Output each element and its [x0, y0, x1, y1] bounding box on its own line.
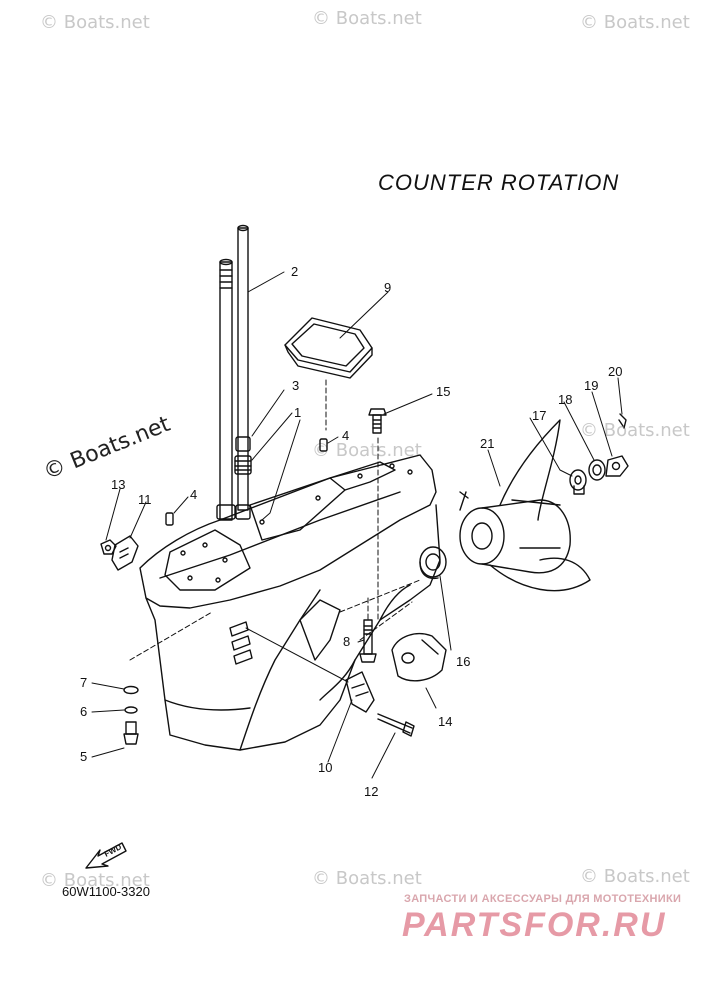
washer-nut-5-6-7: [123, 685, 139, 745]
dowel-pins: [165, 438, 328, 526]
watermark-bottom-left: © Boats.net: [40, 870, 150, 891]
fwd-arrow-icon: FWD: [85, 842, 127, 869]
watermark-top-right: © Boats.net: [580, 12, 690, 33]
callout-3: 3: [292, 378, 300, 393]
callout-7: 7: [80, 675, 88, 690]
leader-lines: [91, 271, 623, 779]
spacer-17: [569, 469, 587, 495]
banner-tagline: ЗАПЧАСТИ И АКСЕССУАРЫ ДЛЯ МОТОТЕХНИКИ: [404, 893, 682, 905]
bolt-15: [368, 408, 387, 434]
watermark-top-left: © Boats.net: [40, 12, 150, 33]
callout-12: 12: [364, 784, 379, 799]
diagram-code: 60W1100-3320: [62, 884, 150, 899]
callout-15: 15: [436, 384, 451, 399]
watermark-top-center: © Boats.net: [312, 8, 422, 29]
callout-19: 19: [584, 378, 599, 393]
watermark-middle: © Boats.net: [312, 440, 422, 461]
gasket-part: [284, 317, 373, 379]
watermark-middle-right: © Boats.net: [580, 420, 690, 441]
lower-case-housing: [139, 454, 441, 751]
seal-16: [419, 546, 447, 580]
callout-4a: 4: [342, 428, 350, 443]
callout-16: 16: [456, 654, 471, 669]
cotter-pin-20: [618, 413, 627, 429]
callout-10: 10: [318, 760, 333, 775]
housing-14: [391, 632, 447, 682]
callout-1: 1: [294, 405, 302, 420]
callout-18: 18: [558, 392, 573, 407]
callout-2: 2: [291, 264, 299, 279]
banner-logo: PARTSFOR.RU: [402, 906, 667, 944]
washer-18: [588, 459, 606, 481]
propeller-21: [459, 419, 591, 592]
callout-14: 14: [438, 714, 453, 729]
callout-9: 9: [384, 280, 392, 295]
callout-13: 13: [111, 477, 126, 492]
callout-21: 21: [480, 436, 495, 451]
callout-17: 17: [532, 408, 547, 423]
watermark-bottom-right: © Boats.net: [580, 866, 690, 887]
watermark-bottom-center: © Boats.net: [312, 868, 422, 889]
nut-19: [605, 455, 629, 477]
callout-5: 5: [80, 749, 88, 764]
drive-shafts: [216, 224, 252, 521]
callout-11: 11: [138, 492, 152, 507]
trim-tab-11: [111, 535, 139, 571]
callout-20: 20: [608, 364, 623, 379]
anode-10: [345, 671, 375, 713]
callout-6: 6: [80, 704, 88, 719]
callout-4b: 4: [190, 487, 198, 502]
bolt-12: [377, 713, 415, 737]
callout-8: 8: [343, 634, 351, 649]
diagram-title: COUNTER ROTATION: [378, 170, 620, 195]
